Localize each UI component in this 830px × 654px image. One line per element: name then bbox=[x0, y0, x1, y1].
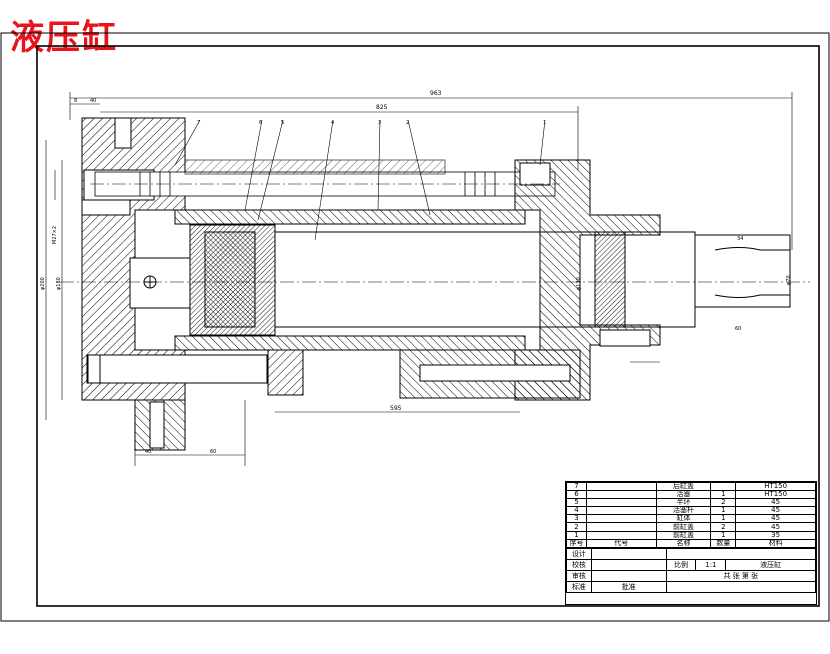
parts-cell-name: 活塞 bbox=[655, 490, 712, 500]
dim-small-1: 40 bbox=[145, 449, 151, 455]
left-dimensions bbox=[45, 140, 63, 420]
parts-cell-material: HT150 bbox=[735, 490, 816, 500]
header-code: 代号 bbox=[585, 538, 657, 548]
drawing-title: 液压缸 bbox=[10, 18, 118, 58]
parts-cell-no: 6 bbox=[566, 490, 587, 500]
piston-rod bbox=[274, 231, 791, 328]
drawing-name: 液压缸 bbox=[725, 558, 816, 571]
parts-cell-code bbox=[585, 522, 657, 532]
header-name: 名称 bbox=[655, 538, 712, 548]
header-material: 材料 bbox=[735, 538, 816, 548]
parts-cell-code bbox=[585, 506, 657, 516]
header-no: 序号 bbox=[566, 538, 587, 548]
parts-cell-no: 2 bbox=[566, 522, 587, 532]
parts-cell-qty: 1 bbox=[710, 490, 737, 500]
signature-block: 设计 校核 比例 1:1 液压缸 审核 共 张 第 张 标准 批准 bbox=[566, 547, 817, 593]
outer-frame bbox=[0, 32, 830, 622]
overall-dimension bbox=[69, 92, 793, 250]
sheet-count: 共 张 第 张 bbox=[665, 569, 817, 582]
balloon-7: 7 bbox=[197, 120, 200, 126]
parts-cell-code bbox=[585, 481, 657, 492]
parts-cell-qty: 1 bbox=[710, 514, 737, 524]
label-review: 审核 bbox=[566, 569, 592, 582]
dim-rod: φ70 bbox=[786, 275, 792, 285]
parts-cell-no: 5 bbox=[566, 498, 587, 508]
dim-bottom: 595 bbox=[390, 405, 402, 412]
parts-cell-code bbox=[585, 514, 657, 524]
parts-cell-name: 后缸盖 bbox=[655, 481, 712, 492]
balloon-3: 3 bbox=[378, 120, 381, 126]
parts-cell-material: HT150 bbox=[735, 481, 816, 492]
dim-d2: 40 bbox=[90, 98, 96, 104]
balloons bbox=[174, 119, 546, 241]
balloon-2: 2 bbox=[406, 120, 409, 126]
parts-cell-code bbox=[585, 498, 657, 508]
bottom-dimensions bbox=[134, 361, 660, 466]
parts-cell-code bbox=[585, 490, 657, 500]
balloon-4: 4 bbox=[331, 120, 334, 126]
balloon-5: 5 bbox=[281, 120, 284, 126]
parts-cell-material: 45 bbox=[735, 514, 816, 524]
parts-cell-name: 前缸盖 bbox=[655, 522, 712, 532]
dim-port: M27×2 bbox=[52, 226, 58, 244]
parts-cell-material: 45 bbox=[735, 498, 816, 508]
dim-bore: φ130 bbox=[576, 277, 582, 290]
label-check: 校核 bbox=[566, 558, 592, 571]
parts-cell-no: 3 bbox=[566, 514, 587, 524]
balloon-1: 1 bbox=[543, 120, 546, 126]
scale-value: 1:1 bbox=[695, 558, 727, 571]
dim-left-vert: φ200 bbox=[40, 277, 46, 290]
header-qty: 数量 bbox=[710, 538, 737, 548]
dim-overall: 963 bbox=[430, 90, 442, 97]
parts-header-row: 序号 代号 名称 数量 材料 bbox=[566, 538, 816, 548]
label-standard: 标准 bbox=[566, 580, 592, 593]
parts-cell-material: 45 bbox=[735, 506, 816, 516]
dim-left-vert-2: φ180 bbox=[56, 277, 62, 290]
parts-cell-no: 4 bbox=[566, 506, 587, 516]
parts-cell-qty: 2 bbox=[710, 498, 737, 508]
label-design: 设计 bbox=[566, 547, 592, 560]
label-scale: 比例 bbox=[665, 558, 697, 571]
parts-cell-name: 前缸盖 bbox=[655, 530, 712, 540]
inner-frame bbox=[36, 45, 820, 607]
parts-cell-qty: 1 bbox=[710, 530, 737, 540]
parts-cell-name: 半环 bbox=[655, 498, 712, 508]
dim-right-2: 60 bbox=[735, 326, 741, 332]
parts-cell-name: 缸体 bbox=[655, 514, 712, 524]
cylinder-body bbox=[174, 159, 526, 351]
dim-top-inner: 825 bbox=[376, 104, 388, 111]
parts-cell-material: 45 bbox=[735, 522, 816, 532]
parts-cell-no: 1 bbox=[566, 530, 587, 540]
parts-cell-code bbox=[585, 530, 657, 540]
dim-small-2: 60 bbox=[210, 449, 216, 455]
front-cap bbox=[514, 159, 661, 401]
label-approve: 批准 bbox=[590, 580, 667, 593]
balloon-6: 6 bbox=[259, 120, 262, 126]
parts-cell-qty bbox=[710, 481, 737, 492]
lower-assembly bbox=[87, 349, 581, 399]
piston bbox=[129, 224, 276, 336]
dim-right-1: 34 bbox=[737, 236, 743, 242]
parts-cell-material: 35 bbox=[735, 530, 816, 540]
parts-cell-qty: 2 bbox=[710, 522, 737, 532]
parts-cell-qty: 1 bbox=[710, 506, 737, 516]
parts-cell-no: 7 bbox=[566, 481, 587, 492]
dim-d1: 8 bbox=[74, 98, 77, 104]
parts-cell-name: 活塞杆 bbox=[655, 506, 712, 516]
parts-row: 7 后缸盖 HT150 bbox=[566, 481, 816, 492]
